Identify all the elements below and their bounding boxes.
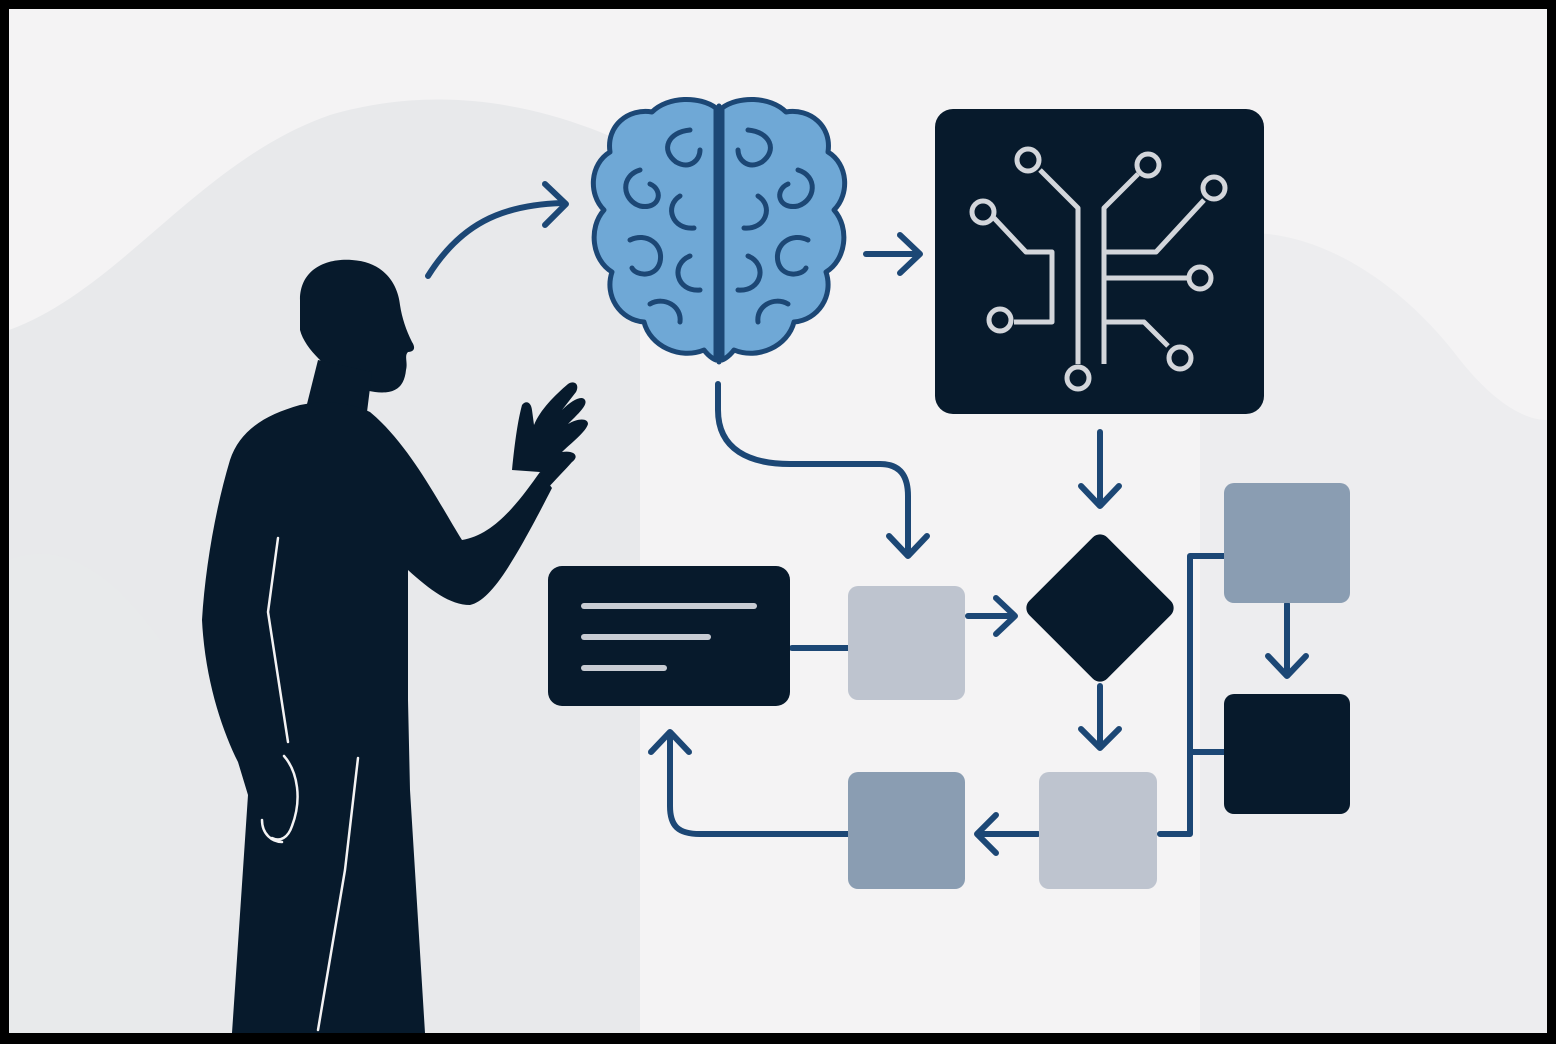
circuit-node xyxy=(1166,344,1194,372)
document-lines-icon xyxy=(548,566,790,706)
arrow-circuit-to-decision-head xyxy=(1078,483,1122,509)
circuit-traces xyxy=(992,168,1206,364)
arrow-loop-back-head xyxy=(648,729,692,755)
person-hand xyxy=(512,382,588,488)
process-step-light-bottom xyxy=(1039,772,1157,889)
circuit-node xyxy=(986,306,1014,334)
arrow-brain-to-step xyxy=(715,381,911,555)
arrow-brain-to-circuit-head xyxy=(897,232,923,276)
process-step-dark xyxy=(1224,694,1350,814)
backdrop-wave-right xyxy=(1200,232,1547,1034)
circuit-chip-icon xyxy=(935,109,1264,414)
circuit-node xyxy=(1200,174,1228,202)
arrow-decision-down-head xyxy=(1078,726,1122,751)
process-step-light-top xyxy=(848,586,965,700)
circuit-node xyxy=(1014,146,1042,174)
circuit-node xyxy=(1134,151,1162,179)
person-body xyxy=(202,402,552,1033)
connector-right-bracket xyxy=(1157,553,1227,837)
person-leg-highlight xyxy=(316,756,360,1032)
circuit-node xyxy=(969,198,997,226)
circuit-nodes xyxy=(969,146,1228,392)
arrow-brain-to-step-head xyxy=(886,533,930,559)
decision-diamond-icon xyxy=(1026,534,1174,682)
circuit-node xyxy=(1186,264,1214,292)
backdrop-wave-left xyxy=(9,553,160,1033)
process-step-medium-bottom xyxy=(848,772,965,889)
brain-folds xyxy=(623,103,815,365)
circuit-panel xyxy=(935,109,1264,414)
process-step-medium-top xyxy=(1224,483,1350,603)
person-hand-highlight xyxy=(260,754,299,844)
circuit-node xyxy=(1064,364,1092,392)
arrow-branch-down-head xyxy=(1265,653,1309,679)
person-head xyxy=(300,259,415,393)
arrow-loop-back xyxy=(667,733,851,837)
arrow-step-to-decision-head xyxy=(993,595,1018,637)
document-text-lines xyxy=(581,603,757,671)
connectors xyxy=(425,181,1309,856)
arrow-bottom-left-head xyxy=(974,812,999,856)
arrow-person-to-brain xyxy=(425,200,565,279)
person-arm-highlight xyxy=(266,536,290,744)
arrow-person-to-brain-head xyxy=(542,181,569,228)
person-silhouette-icon xyxy=(202,259,588,1033)
brain-icon xyxy=(590,96,848,365)
